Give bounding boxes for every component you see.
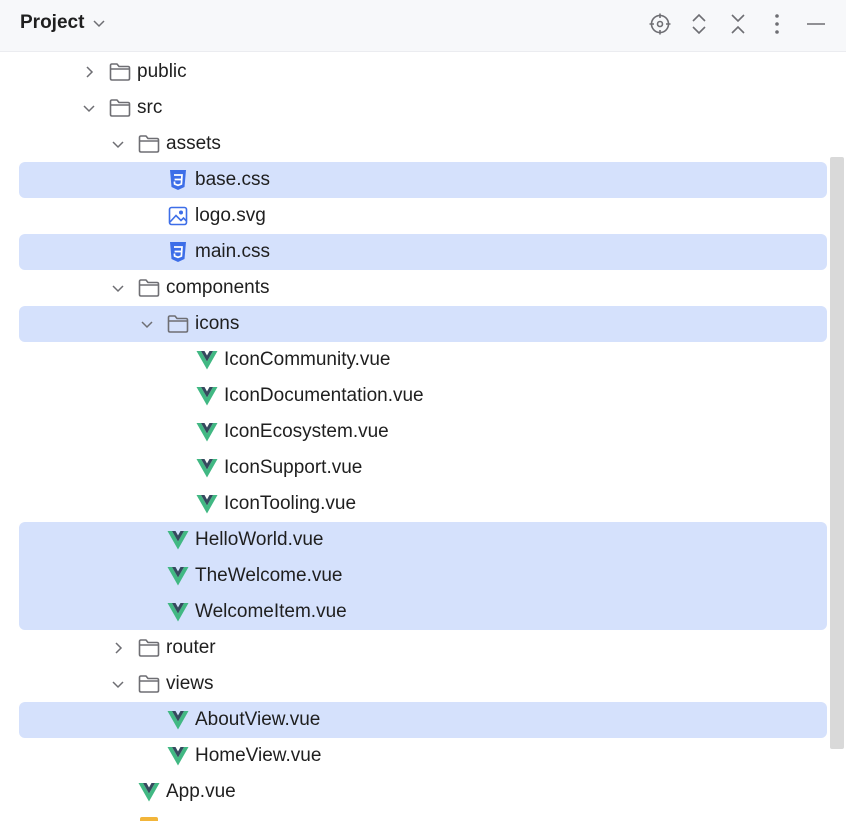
tree-file-row[interactable]: main.css <box>0 234 846 270</box>
css-file-icon <box>167 241 189 263</box>
folder-icon <box>138 277 160 299</box>
hide-icon[interactable] <box>800 8 832 40</box>
tree-folder-row[interactable]: components <box>0 270 846 306</box>
css-file-icon <box>167 169 189 191</box>
tree-file-row[interactable]: logo.svg <box>0 198 846 234</box>
project-title: Project <box>20 12 85 33</box>
tree-item-label: IconCommunity.vue <box>224 349 391 370</box>
project-header: Project <box>0 0 846 52</box>
tree-file-row[interactable]: HelloWorld.vue <box>0 522 846 558</box>
chevron-down-icon[interactable] <box>110 676 126 692</box>
vue-file-icon <box>167 565 189 587</box>
tree-item-label: router <box>166 637 216 658</box>
tree-item-label: HomeView.vue <box>195 745 322 766</box>
tree-item-label: logo.svg <box>195 205 266 226</box>
tree-file-row[interactable]: App.vue <box>0 774 846 810</box>
vue-file-icon <box>196 493 218 515</box>
tree-item-label: components <box>166 277 270 298</box>
folder-icon <box>138 133 160 155</box>
folder-icon <box>138 637 160 659</box>
project-view-selector[interactable]: Project <box>20 12 106 34</box>
image-file-icon <box>167 205 189 227</box>
tree-file-row[interactable]: IconSupport.vue <box>0 450 846 486</box>
chevron-right-icon[interactable] <box>81 64 97 80</box>
chevron-down-icon[interactable] <box>110 280 126 296</box>
folder-icon <box>109 97 131 119</box>
vue-file-icon <box>138 781 160 803</box>
vertical-scrollbar[interactable] <box>830 157 844 749</box>
tree-item-label: AboutView.vue <box>195 709 321 730</box>
tree-file-row[interactable]: HomeView.vue <box>0 738 846 774</box>
tree-item-label: icons <box>195 313 240 334</box>
tree-item-label: assets <box>166 133 221 154</box>
vue-file-icon <box>196 457 218 479</box>
header-toolbar <box>644 8 832 40</box>
tree-file-row[interactable]: TheWelcome.vue <box>0 558 846 594</box>
tree-file-row[interactable]: AboutView.vue <box>0 702 846 738</box>
tree-file-row[interactable]: IconDocumentation.vue <box>0 378 846 414</box>
folder-icon <box>167 313 189 335</box>
vue-file-icon <box>167 745 189 767</box>
tree-file-row[interactable]: IconCommunity.vue <box>0 342 846 378</box>
tree-item-label: src <box>137 97 163 118</box>
expand-all-icon[interactable] <box>683 8 715 40</box>
tree-item-label: IconDocumentation.vue <box>224 385 424 406</box>
vue-file-icon <box>196 349 218 371</box>
tree-item-label: public <box>137 61 187 82</box>
tree-folder-row[interactable]: src <box>0 90 846 126</box>
locate-icon[interactable] <box>644 8 676 40</box>
tree-item-label: IconSupport.vue <box>224 457 363 478</box>
chevron-right-icon[interactable] <box>110 640 126 656</box>
vue-file-icon <box>167 601 189 623</box>
tree-file-row[interactable]: WelcomeItem.vue <box>0 594 846 630</box>
chevron-down-icon[interactable] <box>110 136 126 152</box>
tree-item-label: TheWelcome.vue <box>195 565 343 586</box>
vue-file-icon <box>196 385 218 407</box>
more-options-icon[interactable] <box>761 8 793 40</box>
tree-file-row[interactable]: IconEcosystem.vue <box>0 414 846 450</box>
tree-item-label: views <box>166 673 214 694</box>
tree-file-row[interactable]: IconTooling.vue <box>0 486 846 522</box>
tree-folder-row[interactable]: router <box>0 630 846 666</box>
tree-item-label: HelloWorld.vue <box>195 529 324 550</box>
tree-folder-row[interactable]: assets <box>0 126 846 162</box>
tree-item-label: App.vue <box>166 781 236 802</box>
folder-icon <box>138 673 160 695</box>
tree-item-label: base.css <box>195 169 270 190</box>
tree-item-label: IconEcosystem.vue <box>224 421 389 442</box>
tree-folder-row[interactable]: icons <box>0 306 846 342</box>
tree-folder-row[interactable]: public <box>0 54 846 90</box>
tree-folder-row[interactable]: views <box>0 666 846 702</box>
vue-file-icon <box>196 421 218 443</box>
chevron-down-icon <box>92 16 106 30</box>
collapse-all-icon[interactable] <box>722 8 754 40</box>
chevron-down-icon[interactable] <box>81 100 97 116</box>
tree-item-label: WelcomeItem.vue <box>195 601 347 622</box>
vue-file-icon <box>167 709 189 731</box>
tree-item-label: IconTooling.vue <box>224 493 357 514</box>
tree-item-label: main.css <box>195 241 270 262</box>
chevron-down-icon[interactable] <box>139 316 155 332</box>
tree-file-row[interactable]: base.css <box>0 162 846 198</box>
partially-hidden-file-icon <box>140 817 158 821</box>
folder-icon <box>109 61 131 83</box>
vue-file-icon <box>167 529 189 551</box>
